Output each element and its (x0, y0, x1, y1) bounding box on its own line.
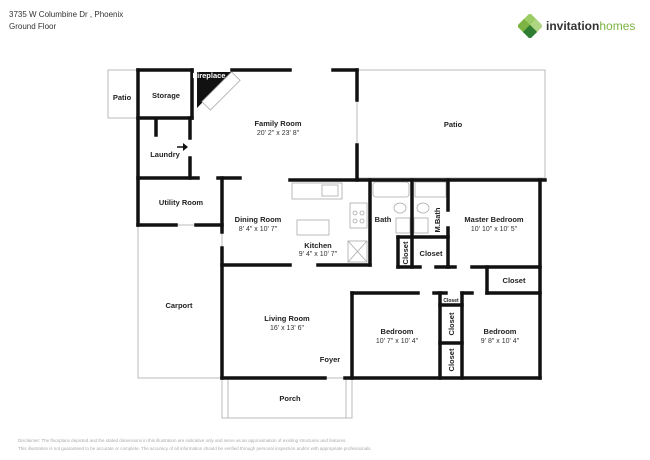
room-label-closet-mid: Closet (447, 312, 456, 335)
room-label-bedroom-1: Bedroom (381, 327, 414, 336)
room-label-closet-hall: Closet (401, 241, 410, 264)
property-address: 3735 W Columbine Dr , Phoenix (9, 10, 124, 19)
walls (136, 68, 547, 380)
room-label-patio: Patio (444, 120, 463, 129)
room-label-porch: Porch (279, 394, 301, 403)
invitation-homes-logo: invitationhomes (518, 14, 635, 38)
room-label-closet-master-bath: Closet (420, 249, 443, 258)
room-label-patio-left: Patio (113, 93, 132, 102)
room-dims-bedroom-2: 9' 8" x 10' 4" (481, 338, 520, 345)
room-dims-kitchen: 9' 4" x 10' 7" (299, 251, 338, 258)
floor-label: Ground Floor (9, 22, 57, 31)
room-label-storage: Storage (152, 91, 180, 100)
room-label-bedroom-2: Bedroom (484, 327, 517, 336)
disclaimer-line-1: Disclaimer: The floorplans depicted and … (18, 438, 347, 443)
room-label-closet-small: Closet (443, 298, 459, 304)
room-label-utility-room: Utility Room (159, 198, 203, 207)
room-label-master-bedroom: Master Bedroom (464, 215, 524, 224)
room-label-laundry: Laundry (150, 150, 180, 159)
logo-text-invitation: invitation (546, 19, 600, 33)
room-label-closet-right: Closet (503, 276, 526, 285)
room-label-carport: Carport (165, 301, 193, 310)
room-label-foyer: Foyer (320, 355, 341, 364)
room-label-family-room: Family Room (254, 119, 301, 128)
disclaimer-line-2: This illustration is not guaranteed to b… (18, 446, 372, 451)
room-label-kitchen: Kitchen (304, 241, 332, 250)
logo-mark-icon (518, 14, 542, 38)
logo-text-homes: homes (599, 19, 636, 33)
room-label-m-bath: M.Bath (433, 207, 442, 232)
room-label-bath: Bath (375, 215, 392, 224)
room-label-dining-room: Dining Room (235, 215, 282, 224)
room-label-fireplace: Fireplace (193, 71, 226, 80)
fixtures (291, 181, 447, 263)
room-dims-bedroom-1: 10' 7" x 10' 4" (376, 338, 419, 345)
arrow-icon (177, 143, 188, 151)
room-dims-family-room: 20' 2" x 23' 8" (257, 130, 300, 137)
room-dims-living-room: 16' x 13' 6" (270, 325, 304, 332)
room-dims-dining-room: 8' 4" x 10' 7" (239, 226, 278, 233)
room-dims-master-bedroom: 10' 10" x 10' 5" (471, 226, 518, 233)
room-label-closet-low: Closet (447, 348, 456, 371)
room-label-living-room: Living Room (264, 314, 310, 323)
